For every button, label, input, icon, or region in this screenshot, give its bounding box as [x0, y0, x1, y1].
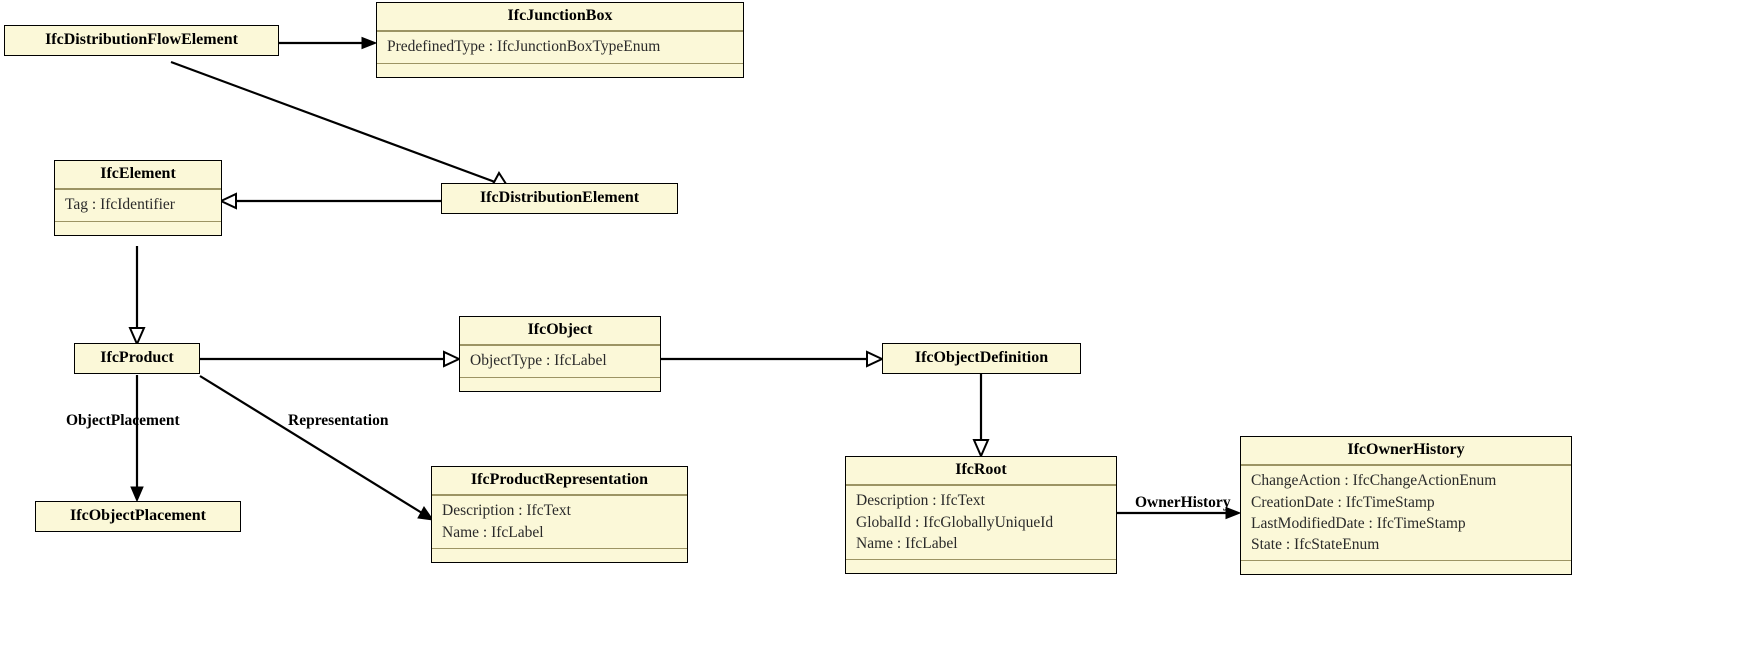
- attribute-row: ChangeAction : IfcChangeActionEnum: [1251, 472, 1497, 490]
- attribute-row: ObjectType : IfcLabel: [470, 352, 607, 370]
- class-box-ifcobjectplacement[interactable]: IfcObjectPlacement: [35, 501, 241, 533]
- class-title: IfcObjectDefinition: [914, 349, 1049, 366]
- class-title: IfcObjectPlacement: [70, 507, 206, 524]
- edge-label-representation: Representation: [288, 412, 389, 429]
- class-title: IfcDistributionFlowElement: [45, 31, 238, 48]
- class-title: IfcProductRepresentation: [470, 471, 649, 488]
- edge-product-productrepresentation: [199, 375, 423, 514]
- class-operations: [460, 376, 660, 391]
- attribute-row: Description : IfcText: [442, 502, 571, 520]
- class-box-ifcroot[interactable]: IfcRoot Description : IfcText GlobalId :…: [845, 456, 1117, 575]
- attribute-row: GlobalId : IfcGloballyUniqueId: [856, 513, 1054, 531]
- arrowhead-hollow-product: [128, 327, 146, 347]
- edge-label-objectplacement: ObjectPlacement: [66, 412, 180, 429]
- class-box-ifcproductrepresentation[interactable]: IfcProductRepresentation Description : I…: [431, 466, 688, 563]
- class-operations: [377, 62, 743, 77]
- class-box-ifcobject[interactable]: IfcObject ObjectType : IfcLabel: [459, 316, 661, 392]
- attribute-row: CreationDate : IfcTimeStamp: [1251, 493, 1435, 511]
- class-title: IfcElement: [100, 165, 176, 182]
- attribute-row: State : IfcStateEnum: [1251, 536, 1380, 554]
- edge-flowelement-distributionelement: [170, 60, 496, 184]
- class-attributes: Description : IfcText Name : IfcLabel: [432, 494, 687, 547]
- edge-label-ownerhistory: OwnerHistory: [1135, 494, 1231, 511]
- arrowhead-hollow-element: [218, 192, 237, 210]
- class-title: IfcObject: [527, 321, 593, 338]
- class-title: IfcJunctionBox: [507, 7, 613, 24]
- arrowhead-solid-productrepresentation: [417, 506, 435, 521]
- class-title: IfcProduct: [100, 349, 174, 366]
- class-attributes: Tag : IfcIdentifier: [55, 188, 221, 220]
- arrowhead-solid-ownerhistory: [1225, 506, 1242, 520]
- arrowhead-hollow-objectdefinition: [866, 350, 885, 368]
- attribute-row: Name : IfcLabel: [856, 534, 958, 552]
- class-attributes: ObjectType : IfcLabel: [460, 344, 660, 376]
- arrowhead-solid-objectplacement: [130, 486, 144, 503]
- class-operations: [846, 559, 1116, 573]
- arrowhead-hollow-object: [443, 350, 462, 368]
- class-title: IfcRoot: [955, 461, 1007, 478]
- attribute-row: Tag : IfcIdentifier: [65, 196, 175, 214]
- class-box-ifcobjectdefinition[interactable]: IfcObjectDefinition: [882, 343, 1081, 375]
- class-attributes: PredefinedType : IfcJunctionBoxTypeEnum: [377, 30, 743, 62]
- attribute-row: PredefinedType : IfcJunctionBoxTypeEnum: [387, 38, 661, 56]
- class-box-ifcproduct[interactable]: IfcProduct: [74, 343, 200, 375]
- attribute-row: Name : IfcLabel: [442, 523, 544, 541]
- class-operations: [432, 547, 687, 562]
- arrowhead-solid-junctionbox: [361, 36, 378, 50]
- class-operations: [55, 220, 221, 235]
- class-box-ifcownerhistory[interactable]: IfcOwnerHistory ChangeAction : IfcChange…: [1240, 436, 1572, 576]
- class-box-ifcjunctionbox[interactable]: IfcJunctionBox PredefinedType : IfcJunct…: [376, 2, 744, 78]
- class-title: IfcDistributionElement: [479, 189, 640, 206]
- class-title: IfcOwnerHistory: [1347, 441, 1465, 458]
- class-attributes: ChangeAction : IfcChangeActionEnum Creat…: [1241, 464, 1571, 560]
- class-box-ifcelement[interactable]: IfcElement Tag : IfcIdentifier: [54, 160, 222, 236]
- class-box-ifcdistributionelement[interactable]: IfcDistributionElement: [441, 183, 678, 215]
- attribute-row: Description : IfcText: [856, 492, 985, 510]
- attribute-row: LastModifiedDate : IfcTimeStamp: [1251, 514, 1466, 532]
- class-box-ifcdistributionflowelement[interactable]: IfcDistributionFlowElement: [4, 25, 279, 57]
- arrowhead-hollow-root: [972, 439, 990, 459]
- class-attributes: Description : IfcText GlobalId : IfcGlob…: [846, 484, 1116, 559]
- class-operations: [1241, 560, 1571, 574]
